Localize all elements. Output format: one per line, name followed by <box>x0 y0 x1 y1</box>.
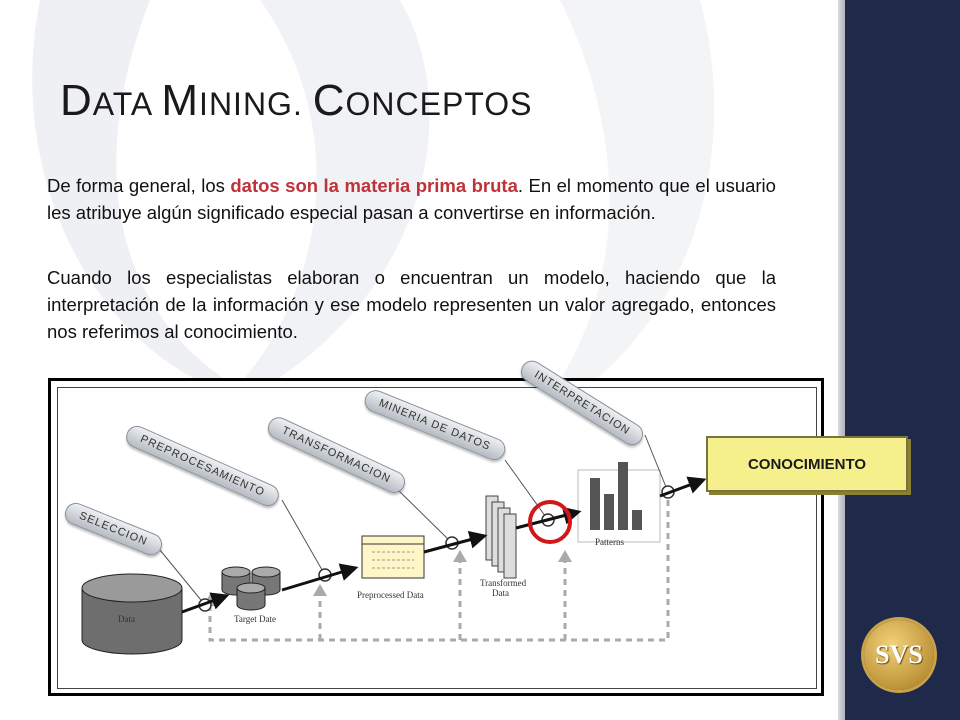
kdd-diagram-inner <box>57 387 817 689</box>
step-connectors <box>159 434 669 606</box>
title-rest-1: ATA <box>92 86 162 122</box>
title-rest-2: INING. <box>199 86 313 122</box>
svs-logo-text: SVS <box>875 640 923 669</box>
data-cylinder-icon: Data <box>81 573 183 655</box>
transformed-data-icon: Transformed Data <box>480 495 527 598</box>
patterns-icon: Patterns <box>577 462 661 547</box>
feedback-loop <box>208 500 670 642</box>
title-cap-2: M <box>161 76 200 125</box>
node-patterns-label: Patterns <box>595 537 624 547</box>
paragraph-1-highlight: datos son la materia prima bruta <box>230 175 518 196</box>
title-rest-3: ONCEPTOS <box>345 86 533 122</box>
svs-logo: SVS <box>864 620 934 690</box>
node-data-label: Data <box>118 614 135 624</box>
preprocessed-data-icon: Preprocessed Data <box>357 535 425 600</box>
paragraph-1-after: . En el momento que el usuario les atrib… <box>47 175 776 223</box>
flow-arrows <box>181 476 707 614</box>
paragraph-1: De forma general, los datos son la mater… <box>47 172 776 226</box>
node-target-label: Target Date <box>234 614 276 624</box>
title-cap-3: C <box>312 76 346 125</box>
node-transformed-label: Transformed <box>480 578 527 588</box>
knowledge-box: CONOCIMIENTO <box>706 436 908 492</box>
slide-title: DATA MINING. CONCEPTOS <box>60 76 533 126</box>
paragraph-1-before: De forma general, los <box>47 175 231 196</box>
target-date-icon: Target Date <box>221 566 281 624</box>
paragraph-2: Cuando los especialistas elaboran o encu… <box>47 267 776 342</box>
node-transformed-label-2: Data <box>492 588 509 598</box>
knowledge-label: CONOCIMIENTO <box>747 455 867 473</box>
right-band-edge <box>838 0 848 720</box>
highlight-red-circle <box>528 500 572 544</box>
right-band <box>845 0 960 720</box>
node-preprocessed-label: Preprocessed Data <box>357 590 424 600</box>
title-cap-1: D <box>60 76 93 125</box>
